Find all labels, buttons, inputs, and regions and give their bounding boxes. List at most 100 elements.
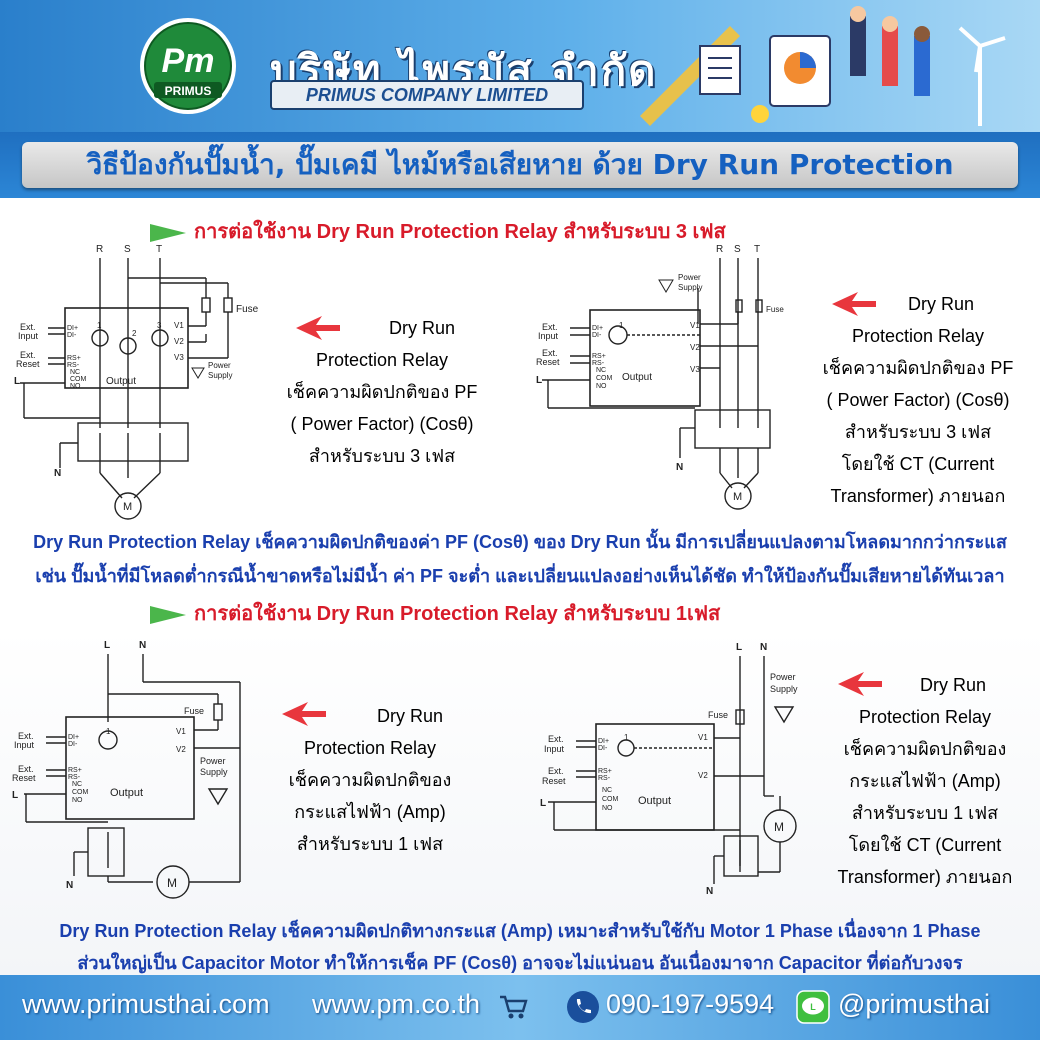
power-supply-label: Supply [770,684,798,694]
ext-input-label: Ext. [20,322,36,332]
ext-reset-label: Reset [536,357,560,367]
lower-section-background [0,630,1040,975]
page-title: วิธีป้องกันปั๊มน้ำ, ปั๊มเคมี ไหม้หรือเสี… [86,148,954,181]
output-label: Output [638,795,671,807]
header-banner: Pm PRIMUS บริษัท ไพรมัส จำกัด PRIMUS COM… [0,0,1040,132]
paragraph-amp-line1: Dry Run Protection Relay เช็คความผิดปกติ… [59,921,981,941]
terminal-label: RS+ [592,353,606,360]
terminal-label: NO [70,383,81,390]
terminal-label: DI+ [68,734,79,741]
fuse-label: Fuse [766,305,784,314]
terminal-label: COM [72,789,89,796]
v-terminal: V3 [174,353,184,362]
terminal-label: DI- [68,741,78,748]
ext-input-label: Input [14,740,35,750]
footer-bar: www.primusthai.com www.pm.co.th 090-197-… [0,975,1040,1040]
title-bar: วิธีป้องกันปั๊มน้ำ, ปั๊มเคมี ไหม้หรือเสี… [0,132,1040,198]
terminal-label: DI- [592,332,602,339]
n-terminal: N [706,886,713,897]
red-arrow-icon [296,316,340,340]
power-supply-label: Supply [678,283,702,292]
section-heading-3phase: การต่อใช้งาน Dry Run Protection Relay สำ… [150,215,726,247]
motor-label: M [123,501,132,513]
v-terminal: V2 [176,745,186,754]
l-label: L [104,640,110,651]
terminal-label: COM [602,796,619,803]
fuse-label: Fuse [236,304,259,315]
output-label: Output [110,787,143,799]
n-label: N [760,642,767,653]
ct-number: 1 [106,727,111,736]
ct-number: 1 [619,321,624,330]
n-terminal: N [54,468,61,479]
ext-input-label: Input [544,744,565,754]
paragraph-pf-line1: Dry Run Protection Relay เช็คความผิดปกติ… [33,532,1007,552]
terminal-label: RS+ [68,767,82,774]
logo-mark: Pm [162,42,215,80]
line-app-icon: L [796,990,830,1024]
fuse-label: Fuse [708,710,728,720]
v-terminal: V2 [690,343,700,352]
terminal-label: RS- [68,774,81,781]
red-arrow-icon [832,292,876,316]
red-arrow-icon [838,672,882,696]
ext-input-label: Input [18,331,39,341]
phone-icon [567,991,599,1023]
v-terminal: V1 [698,733,708,742]
wiring-diagram-1phase-left: L N Fuse V1 V2 Power Supply 1 Ext. Input… [12,640,241,899]
paragraph-amp-line2: ส่วนใหญ่เป็น Capacitor Motor ทำให้การเช็… [77,953,963,973]
terminal-label: NO [602,805,613,812]
red-arrow-icon [282,702,326,726]
ext-reset-label: Ext. [542,348,558,358]
ext-input-label: Ext. [18,731,34,741]
ext-reset-label: Ext. [548,766,564,776]
phase-label: T [754,244,760,255]
v-terminal: V2 [174,337,184,346]
terminal-label: COM [70,376,87,383]
terminal-label: NC [70,369,80,376]
phase-label: S [124,244,131,255]
terminal-label: NO [596,383,607,390]
v-terminal: V1 [690,321,700,330]
output-label: Output [106,376,136,387]
terminal-label: RS- [592,360,605,367]
section-heading-1phase: การต่อใช้งาน Dry Run Protection Relay สำ… [150,597,720,629]
terminal-label: DI+ [592,325,603,332]
wiring-diagram-3phase-left: R S T Fuse 1 2 3 V1 V2 V3 Ext. Input Ext… [14,244,259,520]
ext-reset-label: Reset [16,359,40,369]
phase-label: T [156,244,162,255]
l-terminal: L [14,376,20,387]
ext-reset-label: Ext. [18,764,34,774]
ext-input-label: Ext. [548,734,564,744]
warning-icon [773,706,795,724]
terminal-label: DI+ [598,738,609,745]
phase-label: S [734,244,741,255]
terminal-label: COM [596,375,613,382]
terminal-label: NO [72,797,83,804]
l-label: L [736,642,742,653]
v-terminal: V1 [176,727,186,736]
n-label: N [139,640,146,651]
motor-label: M [774,820,784,834]
svg-text:L: L [810,1002,816,1012]
terminal-label: DI+ [67,325,78,332]
ext-input-label: Input [538,331,559,341]
motor-label: M [167,876,177,890]
description-3phase-left: Dry Run Protection Relay เช็คความผิดปกติ… [286,318,478,466]
paragraph-pf-line2: เช่น ปั๊มน้ำที่มีโหลดต่ำกรณีน้ำขาดหรือไม… [35,566,1005,586]
v-terminal: V3 [690,365,700,374]
wiring-diagram-1phase-right: L N Fuse Power Supply V1 V2 1 Ext. Input… [540,642,798,897]
ct-number: 3 [157,321,162,330]
v-terminal: V2 [698,771,708,780]
website-pm-link[interactable]: www.pm.co.th [312,989,481,1019]
terminal-label: RS- [598,775,611,782]
line-id[interactable]: @primusthai [838,989,990,1019]
phone-number[interactable]: 090-197-9594 [606,989,775,1019]
description-3phase-right: Dry Run Protection Relay เช็คความผิดปกติ… [822,294,1014,506]
power-supply-label: Supply [208,371,232,380]
wiring-diagram-3phase-right: R S T Fuse Power Supply V1 V2 V3 1 Ext. … [536,244,784,510]
power-supply-label: Supply [200,767,228,777]
terminal-label: RS- [67,362,80,369]
website-primusthai-link[interactable]: www.primusthai.com [22,989,270,1019]
terminal-label: DI- [67,332,77,339]
